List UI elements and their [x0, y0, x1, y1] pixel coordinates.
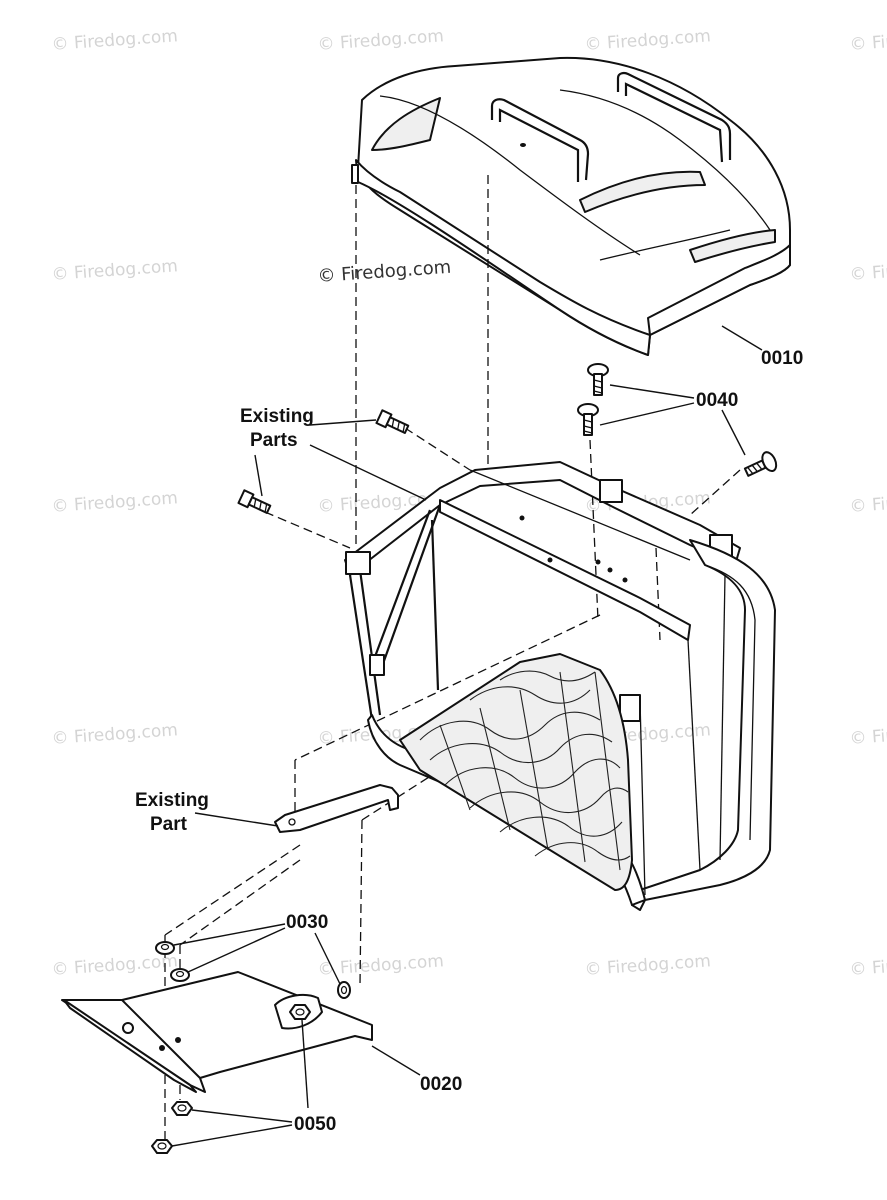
- watermark: © Firedog.com: [51, 26, 179, 55]
- existing-parts-label: Parts: [250, 430, 298, 451]
- nuts: [151, 1004, 311, 1154]
- watermark: © Firedog.com: [849, 488, 887, 517]
- watermark: © Firedog.com: [849, 720, 887, 749]
- watermark: © Firedog.com: [51, 720, 179, 749]
- callout-0050: 0050: [294, 1114, 336, 1135]
- watermark: © Firedog.com: [51, 256, 179, 285]
- existing-part-label: Part: [150, 814, 188, 835]
- watermark: © Firedog.com: [317, 26, 445, 55]
- existing-bolt-icon: [375, 409, 410, 434]
- carriage-bolts: [237, 363, 778, 514]
- watermark: © Firedog.com: [51, 951, 179, 980]
- watermark: © Firedog.com: [584, 26, 712, 55]
- watermark: © Firedog.com: [849, 256, 887, 285]
- mesh-pattern: [419, 670, 631, 871]
- nut-icon: [289, 1004, 311, 1020]
- alignment-lines: [164, 175, 741, 1140]
- washer-icon: [155, 941, 175, 955]
- watermark: © Firedog.com: [51, 488, 179, 517]
- washer-icon: [337, 981, 351, 999]
- nut-icon: [151, 1139, 173, 1154]
- callout-0040: 0040: [696, 390, 738, 411]
- bolt-icon: [577, 403, 599, 436]
- callout-0010: 0010: [761, 348, 803, 369]
- washers: [155, 941, 351, 999]
- bolt-icon: [587, 363, 609, 396]
- watermark-center: © Firedog.com: [317, 257, 452, 287]
- watermark: © Firedog.com: [584, 951, 712, 980]
- callouts: 0010 0040 0030 0020 0050 Existing Parts …: [135, 348, 803, 1135]
- deflector-plate: [61, 971, 373, 1093]
- nut-icon: [171, 1101, 193, 1116]
- grass-bag: [367, 539, 776, 911]
- existing-part-label: Existing: [135, 790, 209, 811]
- leader-lines: [171, 325, 763, 1147]
- watermark: © Firedog.com: [849, 26, 887, 55]
- bag-cover: [351, 56, 791, 356]
- washer-icon: [170, 968, 190, 982]
- existing-bolt-icon: [237, 489, 272, 514]
- callout-0020: 0020: [420, 1074, 462, 1095]
- existing-arm: [274, 784, 399, 833]
- bolt-icon: [743, 451, 778, 477]
- watermark: © Firedog.com: [849, 951, 887, 980]
- existing-parts-label: Existing: [240, 406, 314, 427]
- callout-0030: 0030: [286, 912, 328, 933]
